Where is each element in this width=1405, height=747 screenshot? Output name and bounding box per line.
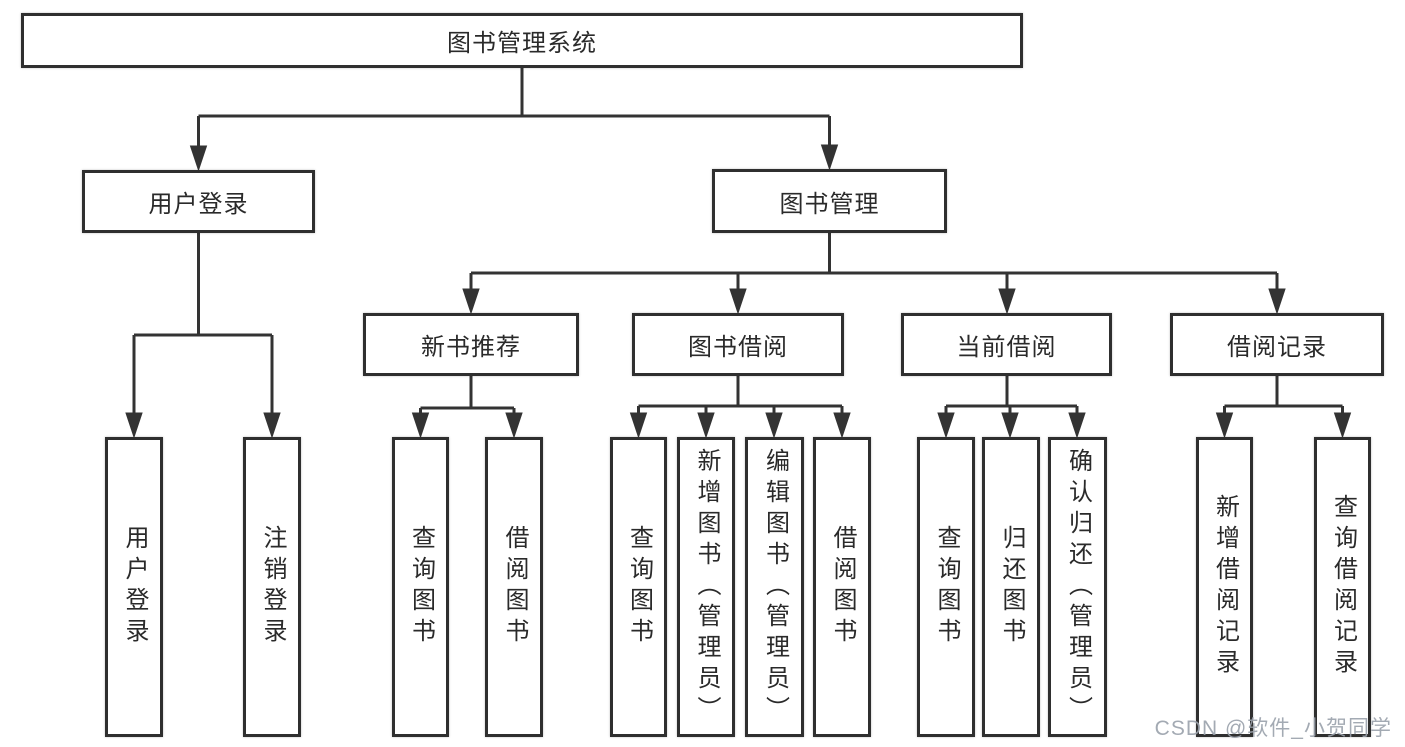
- leaf-add-borrow-record: 新增借阅记录: [1196, 437, 1253, 737]
- node-root-library-management-system: 图书管理系统: [21, 13, 1023, 68]
- connector-user-login-to-leaves: [125, 233, 281, 439]
- leaf-edit-books-admin: 编辑图书（管理员）: [745, 437, 804, 737]
- connector-root-to-level2: [189, 67, 839, 172]
- node-borrow-records: 借阅记录: [1170, 313, 1384, 376]
- leaf-user-login: 用户登录: [105, 437, 163, 737]
- node-book-borrow: 图书借阅: [632, 313, 844, 376]
- leaf-return-books: 归还图书: [982, 437, 1040, 737]
- csdn-watermark: CSDN @软件_小贺同学: [1154, 717, 1392, 740]
- leaf-confirm-return-admin: 确认归还（管理员）: [1048, 437, 1107, 737]
- node-book-management: 图书管理: [712, 169, 947, 233]
- node-new-book-recommend: 新书推荐: [363, 313, 579, 376]
- connector-new-book-recommend-to-leaves: [411, 376, 523, 439]
- leaf-add-books-admin: 新增图书（管理员）: [677, 437, 735, 737]
- connector-borrow-records-to-leaves: [1215, 376, 1352, 439]
- connector-book-borrow-to-leaves: [629, 376, 851, 439]
- connector-book-management-to-level3: [462, 233, 1286, 315]
- leaf-logout: 注销登录: [243, 437, 301, 737]
- connector-current-borrow-to-leaves: [937, 376, 1086, 439]
- leaf-borrow-books-recommend: 借阅图书: [485, 437, 543, 737]
- node-current-borrow: 当前借阅: [901, 313, 1112, 376]
- leaf-borrow-books: 借阅图书: [813, 437, 871, 737]
- leaf-query-borrow-record: 查询借阅记录: [1314, 437, 1371, 737]
- leaf-query-books-borrow: 查询图书: [610, 437, 667, 737]
- leaf-query-books-recommend: 查询图书: [392, 437, 449, 737]
- node-user-login: 用户登录: [82, 170, 315, 233]
- leaf-query-books-current: 查询图书: [917, 437, 975, 737]
